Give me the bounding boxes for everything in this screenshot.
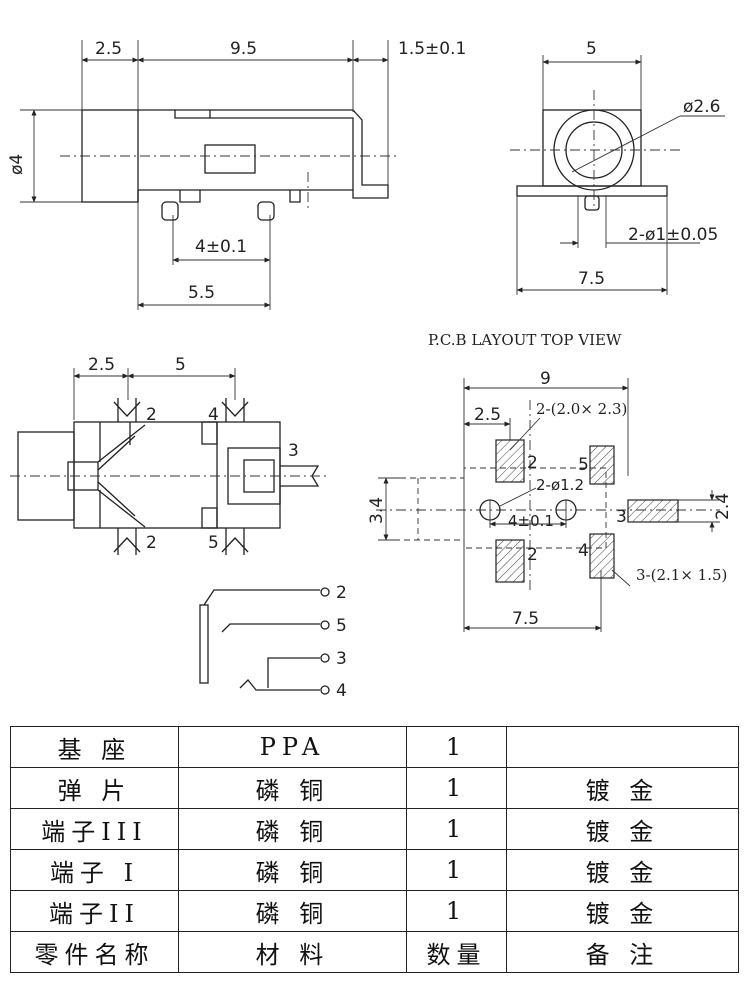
pcb-title: P.C.B LAYOUT TOP VIEW: [428, 331, 622, 349]
pcb-dim-pad3: 2.4: [713, 493, 733, 520]
top-dim-b: 5: [175, 355, 186, 375]
material: 磷 铜: [178, 767, 407, 809]
pcb-pad-2b: 2: [527, 545, 538, 565]
quantity: 1: [406, 849, 507, 891]
pcb-pad-3: 3: [616, 507, 627, 527]
pcb-pad-2a: 2: [527, 453, 538, 473]
material: 磷 铜: [178, 808, 407, 850]
quantity: 1: [406, 890, 507, 932]
table-row: 弹 片 磷 铜 1 镀 金: [10, 767, 739, 809]
pcb-pad-5: 5: [578, 455, 589, 475]
quantity: 1: [406, 726, 507, 768]
part-name: 端子II: [10, 890, 179, 932]
side-dim-a: 2.5: [95, 39, 122, 59]
material: PPA: [178, 726, 407, 768]
schematic-pin-4: 4: [336, 681, 347, 701]
header-material: 材 料: [178, 931, 407, 973]
schematic-pin-2: 2: [336, 583, 347, 603]
top-pin-3: 3: [288, 441, 299, 461]
part-name: 基 座: [10, 726, 179, 768]
side-dim-len: 5.5: [188, 283, 215, 303]
technical-drawing: 2.5 9.5 1.5±0.1 ø4 4±0.1 5.5 5 ø2.6 2-ø1…: [7, 39, 733, 701]
note: 镀 金: [506, 849, 739, 891]
note: 镀 金: [506, 808, 739, 850]
top-view: 2.5 5 2 4 3 2 5: [10, 355, 330, 555]
part-name: 弹 片: [10, 767, 179, 809]
pcb-dim-height: 3.4: [367, 497, 387, 524]
end-dim-base: 7.5: [578, 269, 605, 289]
top-pin-2b: 2: [146, 533, 157, 553]
side-dim-b: 9.5: [230, 39, 257, 59]
note: 镀 金: [506, 767, 739, 809]
quantity: 1: [406, 767, 507, 809]
pcb-dim-pads-a: 2-(2.0× 2.3): [536, 400, 627, 418]
side-dim-pitch: 4±0.1: [195, 237, 247, 257]
top-dim-a: 2.5: [88, 355, 115, 375]
header-note: 备 注: [506, 931, 739, 973]
table-row: 基 座 PPA 1: [10, 726, 739, 768]
top-pin-5: 5: [208, 533, 219, 553]
header-part-name: 零件名称: [10, 931, 179, 973]
side-dim-dia: ø4: [7, 154, 27, 175]
top-pin-2a: 2: [146, 405, 157, 425]
end-view: 5 ø2.6 2-ø1±0.05 7.5: [510, 39, 725, 295]
end-dim-holes: 2-ø1±0.05: [628, 225, 718, 245]
part-name: 端子III: [10, 808, 179, 850]
schematic-pin-3: 3: [336, 649, 347, 669]
top-pin-4: 4: [208, 405, 219, 425]
material: 磷 铜: [178, 849, 407, 891]
table-row: 端子 I 磷 铜 1 镀 金: [10, 849, 739, 891]
pcb-dim-bottom: 7.5: [512, 609, 539, 629]
part-name: 端子 I: [10, 849, 179, 891]
schematic-pin-5: 5: [336, 616, 347, 636]
side-dim-c: 1.5±0.1: [398, 39, 466, 59]
side-view: 2.5 9.5 1.5±0.1 ø4 4±0.1 5.5: [7, 39, 466, 310]
header-quantity: 数量: [406, 931, 507, 973]
schematic: 2 5 3 4: [199, 583, 347, 701]
end-dim-bore: ø2.6: [683, 97, 720, 117]
pcb-dim-pitch: 4±0.1: [508, 512, 554, 530]
pcb-dim-left: 2.5: [474, 405, 501, 425]
note: [506, 726, 739, 768]
table-row: 端子II 磷 铜 1 镀 金: [10, 890, 739, 932]
pcb-dim-top: 9: [540, 369, 551, 389]
material: 磷 铜: [178, 890, 407, 932]
pcb-pad-4: 4: [578, 541, 589, 561]
table-header-row: 零件名称 材 料 数量 备 注: [10, 931, 739, 973]
end-dim-width: 5: [586, 39, 597, 59]
table-row: 端子III 磷 铜 1 镀 金: [10, 808, 739, 850]
pcb-dim-pads-b: 3-(2.1× 1.5): [636, 566, 727, 584]
quantity: 1: [406, 808, 507, 850]
pcb-dim-holes: 2-ø1.2: [536, 476, 584, 494]
note: 镀 金: [506, 890, 739, 932]
pcb-layout: P.C.B LAYOUT TOP VIEW: [367, 331, 733, 632]
bill-of-materials-table: 基 座 PPA 1 弹 片 磷 铜 1 镀 金 端子III 磷 铜 1 镀 金 …: [10, 726, 739, 973]
